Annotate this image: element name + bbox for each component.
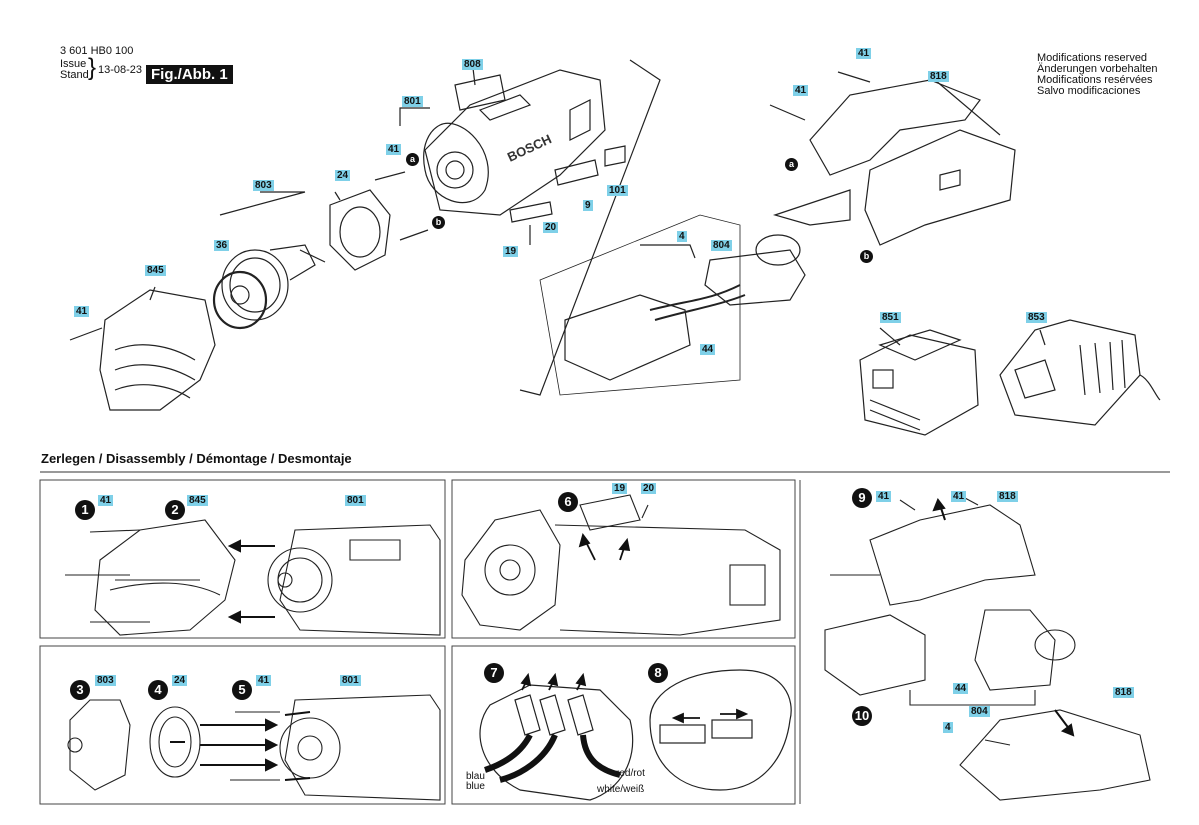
p6-callout-20: 20 bbox=[641, 483, 657, 494]
mod-en: Modifications reserved bbox=[1037, 52, 1148, 64]
step-1: 1 bbox=[75, 500, 95, 520]
callout-41: 41 bbox=[386, 144, 402, 155]
gear-head-cover-drawing bbox=[99, 289, 216, 411]
step-5: 5 bbox=[232, 680, 252, 700]
wire-label-red: red/rot bbox=[616, 768, 645, 779]
battery-pack-drawing bbox=[859, 329, 979, 436]
battery-housing-drawing bbox=[772, 79, 1016, 246]
step-10: 10 bbox=[852, 706, 872, 726]
callout-851: 851 bbox=[880, 312, 901, 323]
gear-assembly-drawing bbox=[221, 244, 326, 321]
step-6: 6 bbox=[558, 492, 578, 512]
p9-callout-818: 818 bbox=[997, 491, 1018, 502]
callout-801: 801 bbox=[402, 96, 423, 107]
p10-callout-4: 4 bbox=[943, 722, 953, 733]
ring-24-drawing bbox=[329, 189, 391, 271]
marker-b-right: b bbox=[860, 250, 873, 263]
marker-a-left: a bbox=[406, 153, 419, 166]
step-7: 7 bbox=[484, 663, 504, 683]
step-2: 2 bbox=[165, 500, 185, 520]
panel-1-2 bbox=[39, 479, 446, 639]
callout-24: 24 bbox=[335, 170, 351, 181]
modifications-notice: Modifications reserved Änderungen vorbeh… bbox=[1037, 53, 1157, 97]
p10-callout-818: 818 bbox=[1113, 687, 1134, 698]
callout-808: 808 bbox=[462, 59, 483, 70]
p6-callout-19: 19 bbox=[612, 483, 628, 494]
motor-housing-drawing: BOSCH bbox=[423, 69, 606, 216]
p5-callout-801: 801 bbox=[340, 675, 361, 686]
p9-callout-41b: 41 bbox=[951, 491, 967, 502]
issue-date: 13-08-23 bbox=[98, 64, 143, 76]
step-9: 9 bbox=[852, 488, 872, 508]
callout-41-mid: 41 bbox=[793, 85, 809, 96]
p9-callout-41a: 41 bbox=[876, 491, 892, 502]
panel-6 bbox=[451, 479, 796, 639]
callout-41-top: 41 bbox=[856, 48, 872, 59]
step-4: 4 bbox=[148, 680, 168, 700]
stand-label: Stand bbox=[60, 69, 89, 81]
panel-7-8 bbox=[451, 645, 796, 805]
mod-de: Änderungen vorbehalten bbox=[1037, 63, 1158, 75]
svg-text:BOSCH: BOSCH bbox=[505, 131, 554, 164]
p2-callout-845: 845 bbox=[187, 495, 208, 506]
marker-a-right: a bbox=[785, 158, 798, 171]
callout-845: 845 bbox=[145, 265, 166, 276]
panel-3-5 bbox=[39, 645, 446, 805]
step-3: 3 bbox=[70, 680, 90, 700]
p1-callout-801: 801 bbox=[345, 495, 366, 506]
wire-label-white: white/weiß bbox=[597, 784, 645, 795]
callout-804: 804 bbox=[711, 240, 732, 251]
wire-label-blau: blau bbox=[466, 771, 485, 782]
p3-callout-803: 803 bbox=[95, 675, 116, 686]
part-number: 3 601 HB0 100 bbox=[60, 45, 134, 57]
issue-label: Issue bbox=[60, 58, 87, 70]
brace: } bbox=[88, 54, 97, 81]
callout-44: 44 bbox=[700, 344, 716, 355]
callout-9: 9 bbox=[583, 200, 593, 211]
p5-callout-41: 41 bbox=[256, 675, 272, 686]
p1-callout-41: 41 bbox=[98, 495, 114, 506]
mod-fr: Modifications resérvées bbox=[1037, 74, 1153, 86]
callout-818: 818 bbox=[928, 71, 949, 82]
callout-803: 803 bbox=[253, 180, 274, 191]
callout-36: 36 bbox=[214, 240, 230, 251]
step-8: 8 bbox=[648, 663, 668, 683]
callout-41-head: 41 bbox=[74, 306, 90, 317]
callout-101: 101 bbox=[607, 185, 628, 196]
callout-20: 20 bbox=[543, 222, 559, 233]
p4-callout-24: 24 bbox=[172, 675, 188, 686]
p10-callout-44: 44 bbox=[953, 683, 969, 694]
marker-b-left: b bbox=[432, 216, 445, 229]
callout-4: 4 bbox=[677, 231, 687, 242]
p10-callout-804: 804 bbox=[969, 706, 990, 717]
callout-19: 19 bbox=[503, 246, 519, 257]
charger-drawing bbox=[999, 319, 1161, 426]
wire-label-blue: blue bbox=[466, 781, 485, 792]
mod-es: Salvo modificaciones bbox=[1037, 85, 1141, 97]
section-title: Zerlegen / Disassembly / Démontage / Des… bbox=[41, 451, 352, 466]
figure-label: Fig./Abb. 1 bbox=[146, 65, 233, 84]
callout-853: 853 bbox=[1026, 312, 1047, 323]
